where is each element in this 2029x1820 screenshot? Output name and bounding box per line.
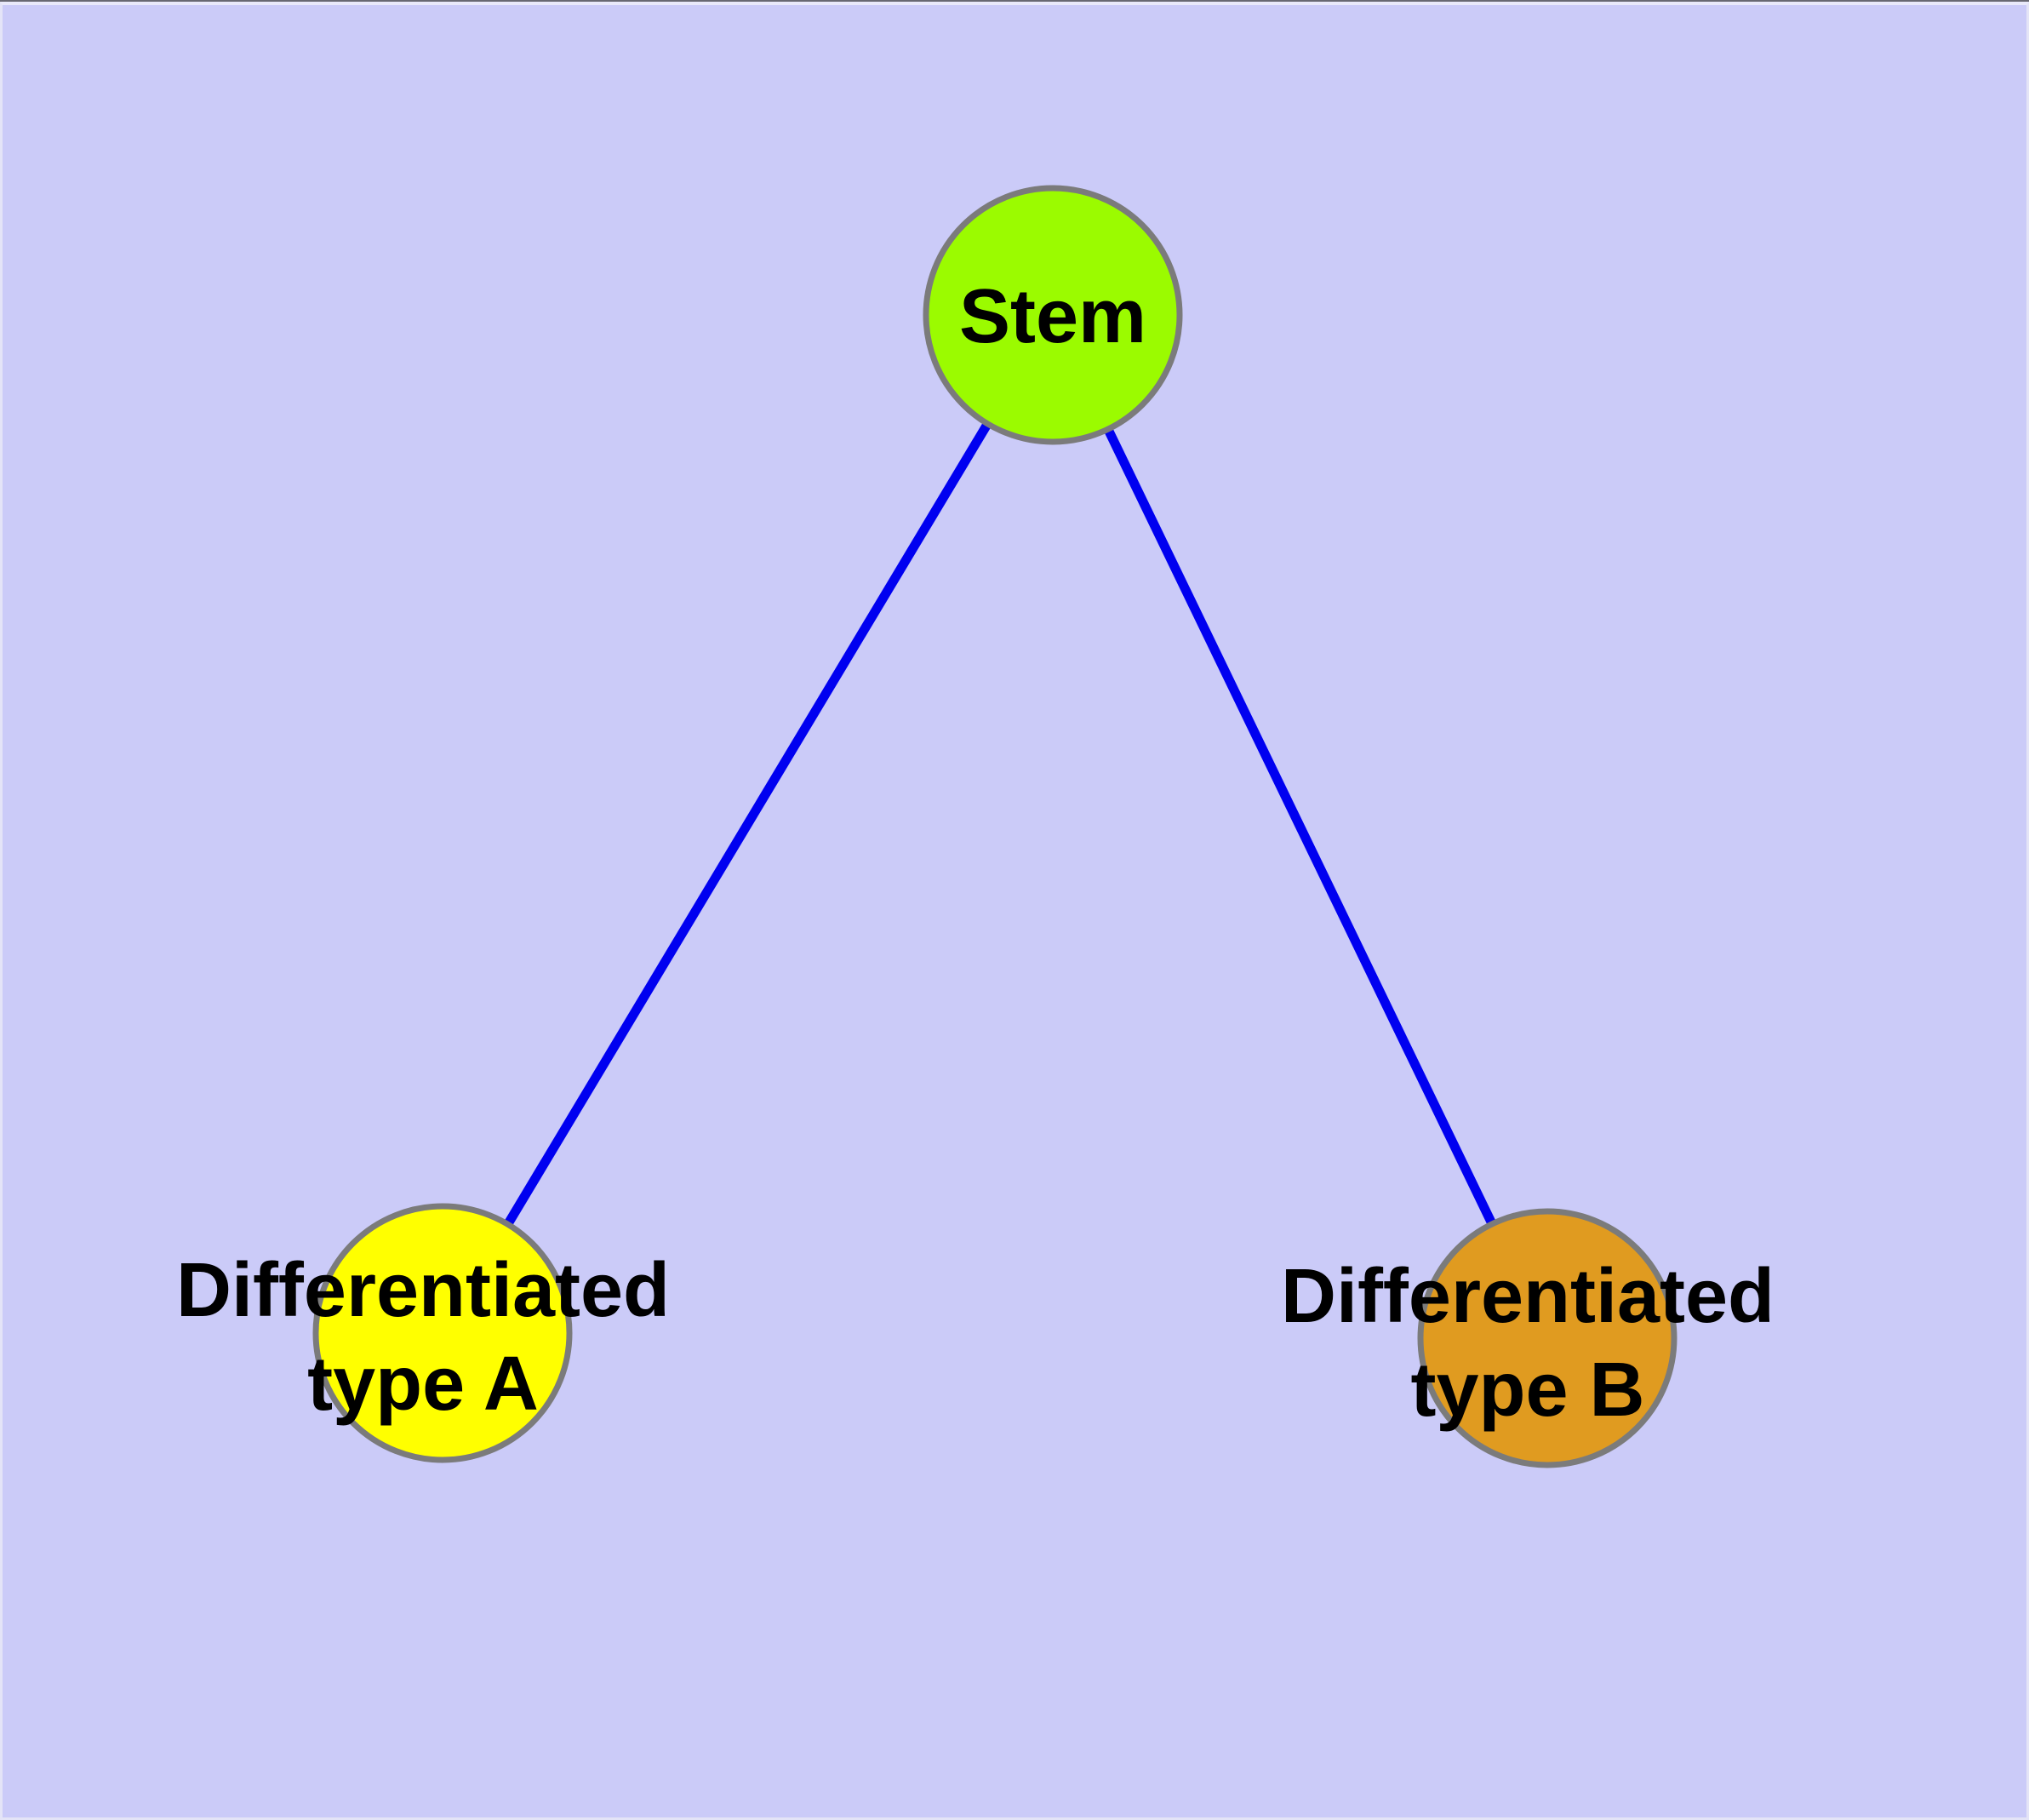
- node-differentiated-type-b-label-line2: type B: [1410, 1348, 1645, 1433]
- node-stem-label: Stem: [457, 270, 1649, 363]
- node-differentiated-type-a-label-line1: Differentiated: [175, 1248, 671, 1333]
- node-differentiated-type-b-circle: [1417, 1208, 1677, 1468]
- node-stem-label-line1: Stem: [958, 274, 1147, 359]
- node-differentiated-type-b-label-line1: Differentiated: [1280, 1254, 1775, 1339]
- window-top-border: [0, 0, 2029, 2]
- node-differentiated-type-a-label-line2: type A: [307, 1342, 539, 1427]
- node-differentiated-type-b-label: Differentiated type B: [932, 1250, 2029, 1437]
- edge-stem-to-differentiated-type-b: [1049, 312, 1552, 1341]
- node-stem-circle: [923, 185, 1183, 445]
- node-differentiated-type-a-circle: [312, 1203, 573, 1463]
- edge-stem-to-differentiated-type-a: [438, 312, 1057, 1336]
- node-differentiated-type-a-label: Differentiated type A: [0, 1244, 1019, 1431]
